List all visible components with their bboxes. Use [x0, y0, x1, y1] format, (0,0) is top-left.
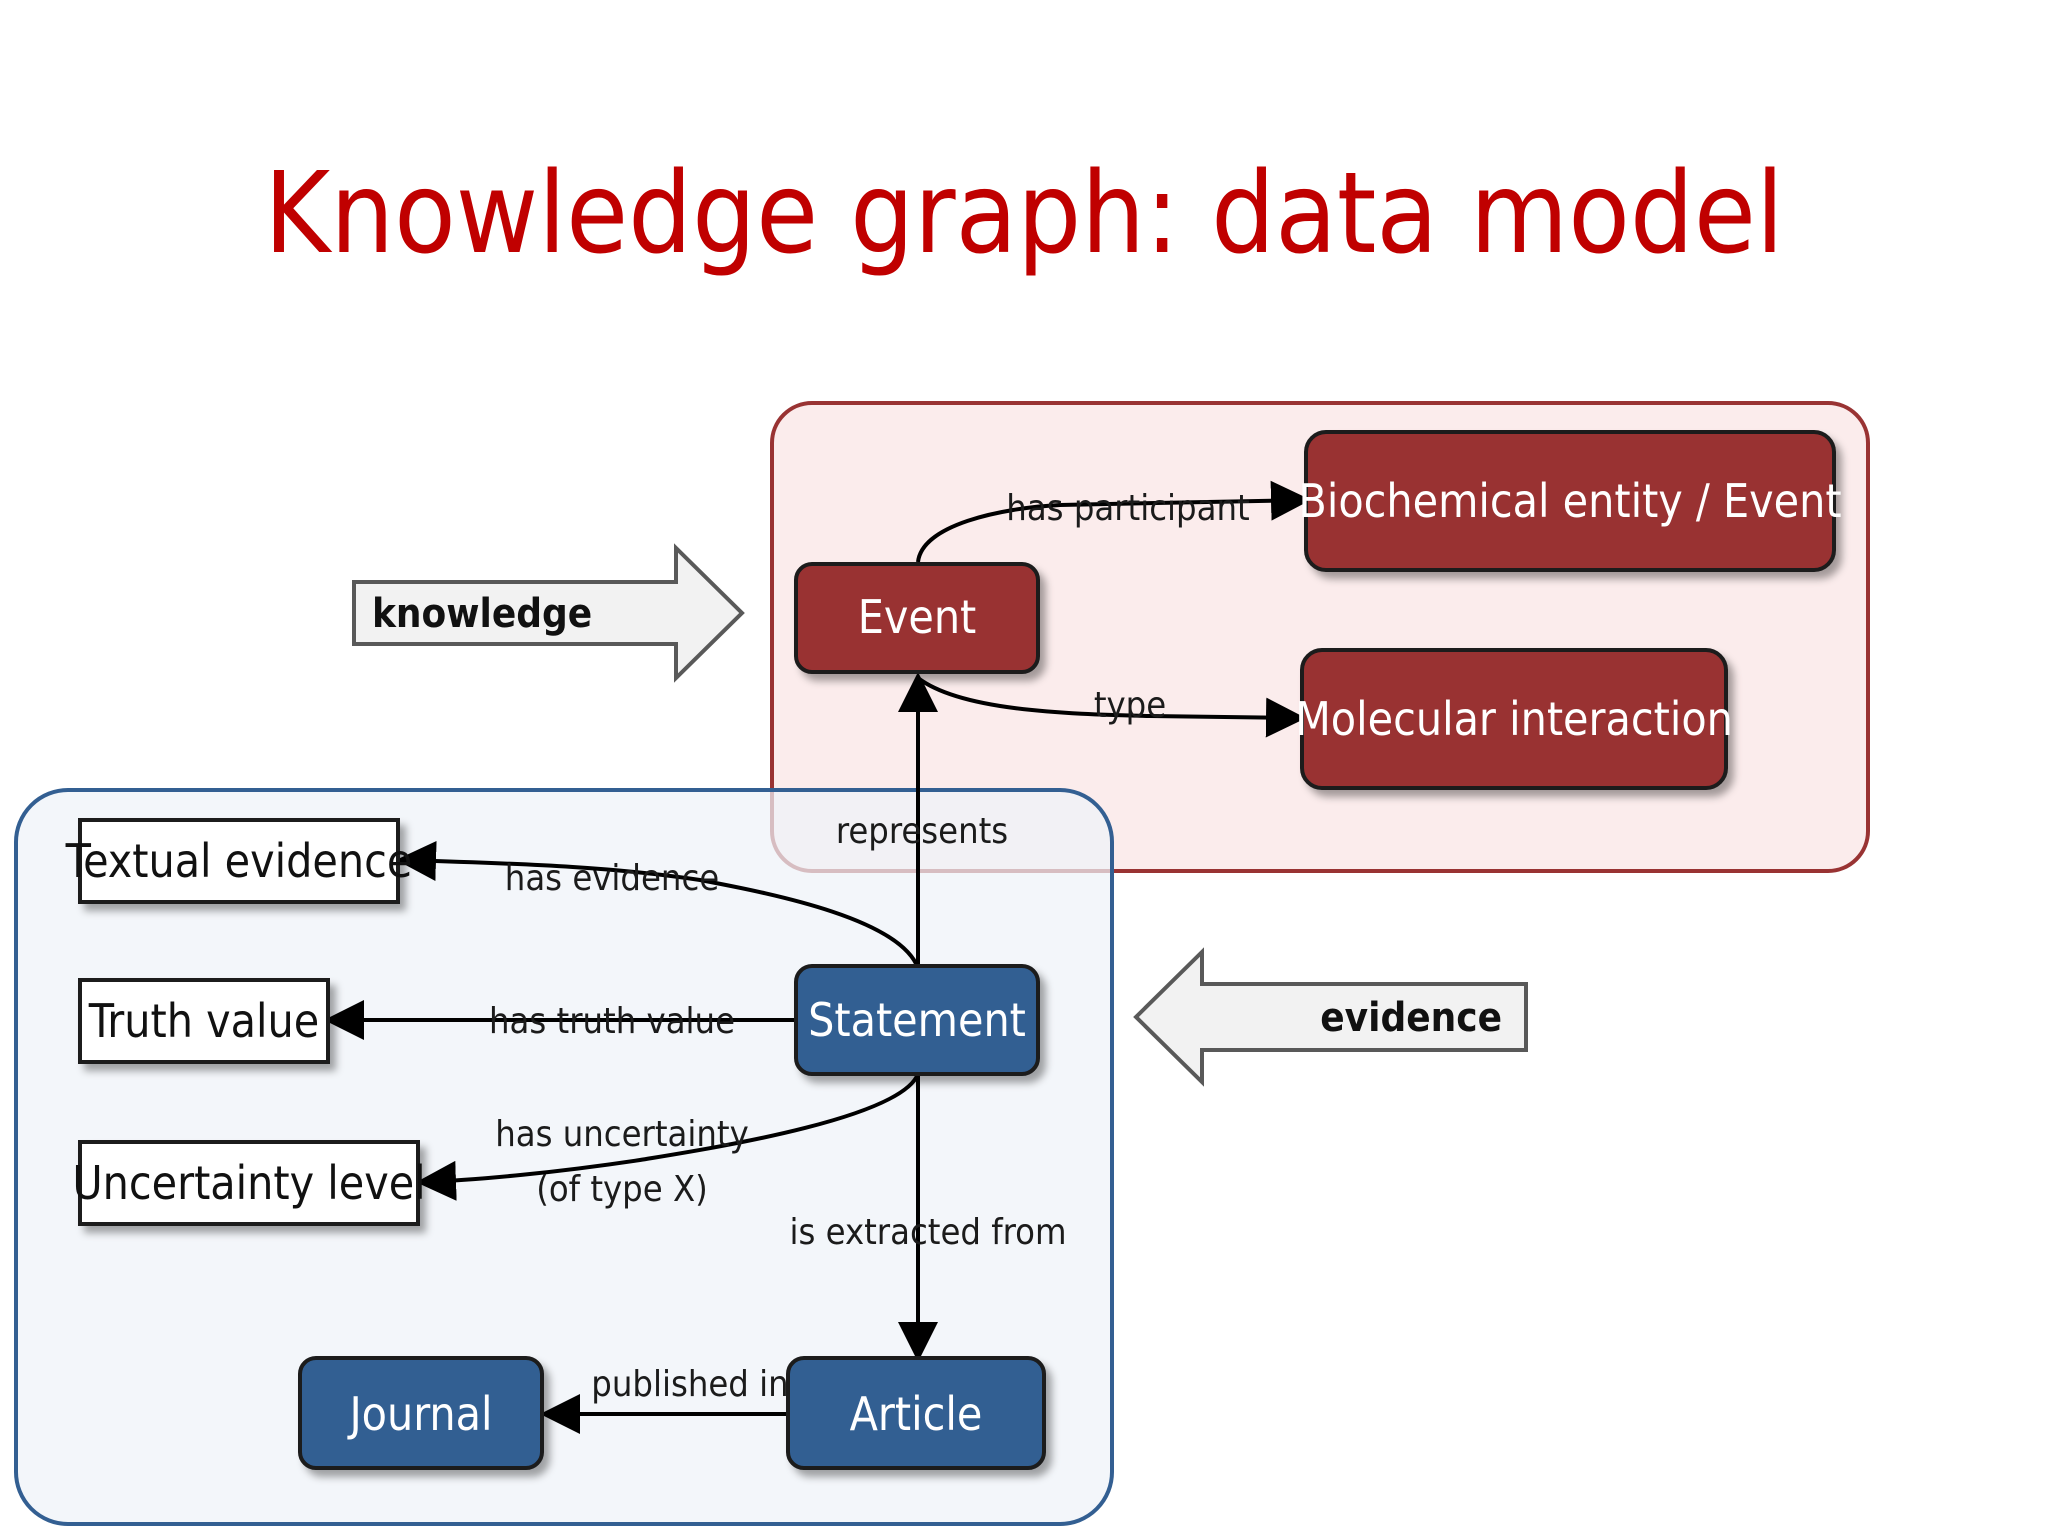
node-molecular-interaction: Molecular interaction [1295, 648, 1733, 790]
node-event-label: Event [858, 590, 977, 644]
edge-label-has-truth-value: has truth value [489, 1001, 735, 1042]
edge-has-participant [916, 480, 1311, 563]
node-uncertainty-level: Uncertainty level [72, 1140, 426, 1226]
edge-has-uncertainty [416, 1073, 920, 1201]
node-truth-value-label: Truth value [88, 994, 319, 1048]
node-biochemical-entity: Biochemical entity / Event [1298, 430, 1842, 572]
node-textual-evidence-label: Textual evidence [65, 834, 413, 888]
evidence-label: evidence [1320, 995, 1502, 1041]
node-article: Article [786, 1356, 1046, 1470]
edge-label-has-evidence: has evidence [505, 858, 719, 899]
edge-label-type: type [1094, 685, 1166, 726]
edge-label-has-uncertainty-line1: has uncertainty [495, 1114, 749, 1155]
edge-label-is-extracted-from: is extracted from [789, 1212, 1066, 1253]
edge-label-represents: represents [836, 811, 1008, 852]
node-uncertainty-level-label: Uncertainty level [72, 1156, 425, 1210]
node-truth-value: Truth value [78, 978, 330, 1064]
node-journal: Journal [298, 1356, 544, 1470]
node-event: Event [794, 562, 1040, 674]
node-biochemical-entity-label: Biochemical entity / Event [1298, 474, 1841, 528]
node-textual-evidence: Textual evidence [65, 818, 413, 904]
edge-label-has-participant: has participant [1006, 488, 1249, 529]
node-article-label: Article [850, 1387, 983, 1441]
edge-label-has-uncertainty-line2: (of type X) [536, 1169, 708, 1210]
node-journal-label: Journal [346, 1387, 492, 1441]
edge-label-published-in: published in [591, 1364, 788, 1405]
page-title: Knowledge graph: data model [264, 149, 1784, 279]
node-molecular-interaction-label: Molecular interaction [1295, 692, 1733, 746]
knowledge-label: knowledge [372, 591, 592, 637]
edge-has-evidence [396, 840, 920, 969]
knowledge-block-arrow: knowledge [352, 543, 745, 683]
edge-type [916, 676, 1306, 738]
node-statement-label: Statement [808, 993, 1026, 1047]
node-statement: Statement [794, 964, 1040, 1076]
evidence-block-arrow: evidence [1133, 947, 1528, 1087]
